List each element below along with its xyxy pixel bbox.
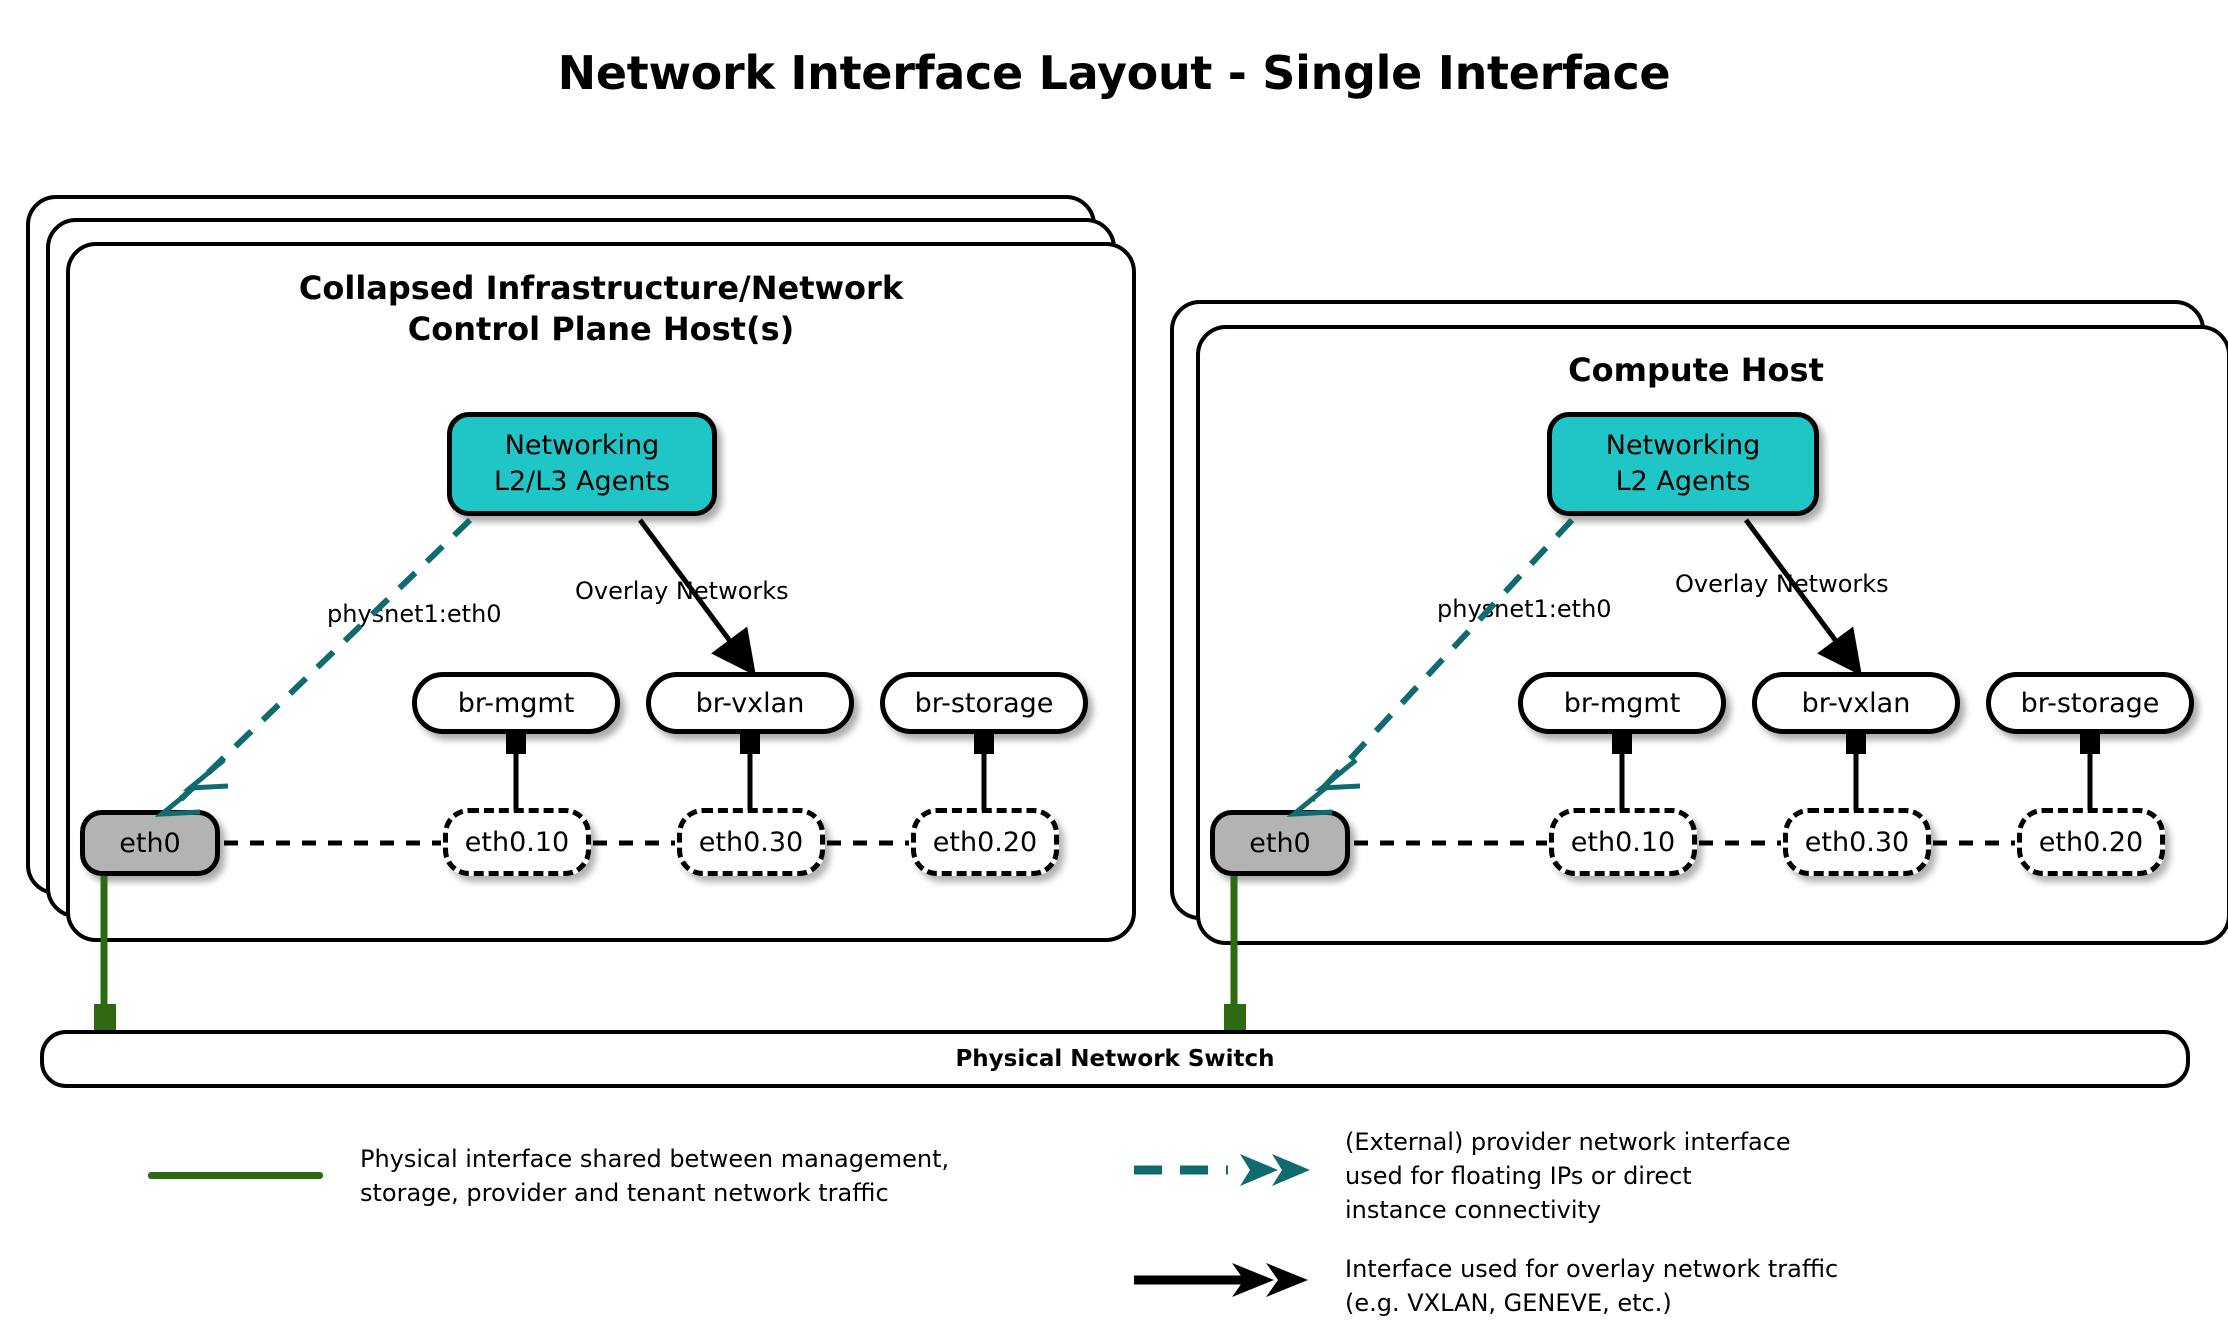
legend-text-physical-interface: Physical interface shared between manage…	[360, 1145, 950, 1208]
bridge-port-br-storage-compute	[2080, 732, 2100, 754]
provider-link-label-control-plane: physnet1:eth0	[327, 600, 502, 628]
bridge-node-br-storage-control-plane[interactable]: br-storage	[880, 672, 1088, 734]
bridge-port-br-mgmt-control-plane	[506, 732, 526, 754]
bridge-node-br-mgmt-compute[interactable]: br-mgmt	[1518, 672, 1726, 734]
legend-swatch-provider-interface	[1134, 1154, 1310, 1186]
physical-nic-eth0-control-plane[interactable]: eth0	[80, 810, 220, 876]
vlan-node-eth0-30-compute[interactable]: eth0.30	[1783, 808, 1931, 876]
vlan-node-eth0-10-control-plane[interactable]: eth0.10	[443, 808, 591, 876]
vlan-node-eth0-30-control-plane[interactable]: eth0.30	[677, 808, 825, 876]
networking-agents-node-control-plane[interactable]: Networking L2/L3 Agents	[447, 412, 717, 516]
physical-network-switch[interactable]: Physical Network Switch	[40, 1030, 2190, 1088]
bridge-port-br-vxlan-control-plane	[740, 732, 760, 754]
page-title: Network Interface Layout - Single Interf…	[557, 46, 1671, 100]
bridge-node-br-mgmt-control-plane[interactable]: br-mgmt	[412, 672, 620, 734]
legend-swatch-physical-interface	[148, 1172, 323, 1179]
host-title-control-plane: Collapsed Infrastructure/Network Control…	[298, 269, 904, 348]
bridge-port-br-mgmt-compute	[1612, 732, 1632, 754]
bridge-node-br-vxlan-compute[interactable]: br-vxlan	[1752, 672, 1960, 734]
switch-label: Physical Network Switch	[955, 1046, 1275, 1072]
vlan-node-eth0-20-compute[interactable]: eth0.20	[2017, 808, 2165, 876]
bridge-node-br-vxlan-control-plane[interactable]: br-vxlan	[646, 672, 854, 734]
vlan-node-eth0-20-control-plane[interactable]: eth0.20	[911, 808, 1059, 876]
bridge-port-br-vxlan-compute	[1846, 732, 1866, 754]
overlay-link-label-compute: Overlay Networks	[1675, 570, 1889, 598]
physical-nic-eth0-compute[interactable]: eth0	[1210, 810, 1350, 876]
legend-swatch-overlay-interface	[1134, 1263, 1308, 1297]
bridge-node-br-storage-compute[interactable]: br-storage	[1986, 672, 2194, 734]
bridge-port-br-storage-control-plane	[974, 732, 994, 754]
host-title-compute: Compute Host	[1568, 351, 1824, 389]
legend-text-overlay-interface: Interface used for overlay network traff…	[1345, 1255, 1839, 1318]
vlan-node-eth0-10-compute[interactable]: eth0.10	[1549, 808, 1697, 876]
legend-text-provider-interface: (External) provider network interface us…	[1345, 1128, 1791, 1225]
networking-agents-node-compute[interactable]: Networking L2 Agents	[1547, 412, 1819, 516]
overlay-link-label-control-plane: Overlay Networks	[575, 577, 789, 605]
provider-link-label-compute: physnet1:eth0	[1437, 595, 1612, 623]
